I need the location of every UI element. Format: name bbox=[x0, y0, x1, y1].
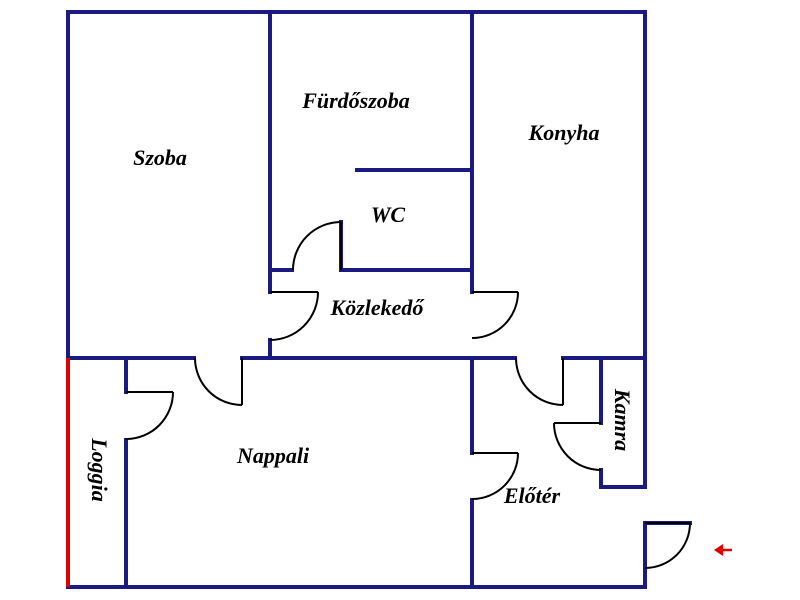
door-szoba-nappali bbox=[194, 357, 243, 406]
door-eloter-top bbox=[515, 357, 564, 406]
arrow-left-icon bbox=[714, 544, 732, 556]
door-entrance bbox=[644, 522, 691, 569]
label-kamra: Kamra bbox=[610, 388, 635, 451]
label-loggia: Loggia bbox=[87, 437, 112, 502]
door-kamra bbox=[553, 422, 602, 471]
door-nappali-eloter bbox=[471, 452, 519, 500]
door-kozlekedo-left bbox=[269, 291, 319, 341]
label-furdoszoba: Fürdőszoba bbox=[301, 88, 410, 113]
room-labels: Szoba Fürdőszoba Konyha WC Közlekedő Nap… bbox=[87, 88, 635, 508]
label-szoba: Szoba bbox=[133, 145, 187, 170]
door-loggia bbox=[125, 391, 174, 440]
label-nappali: Nappali bbox=[236, 443, 310, 468]
label-wc: WC bbox=[371, 202, 406, 227]
doors bbox=[125, 221, 691, 569]
label-kozlekedo: Közlekedő bbox=[330, 295, 426, 320]
door-wc bbox=[292, 221, 342, 271]
label-eloter: Előtér bbox=[503, 483, 561, 508]
label-konyha: Konyha bbox=[528, 120, 600, 145]
door-konyha bbox=[471, 291, 519, 339]
